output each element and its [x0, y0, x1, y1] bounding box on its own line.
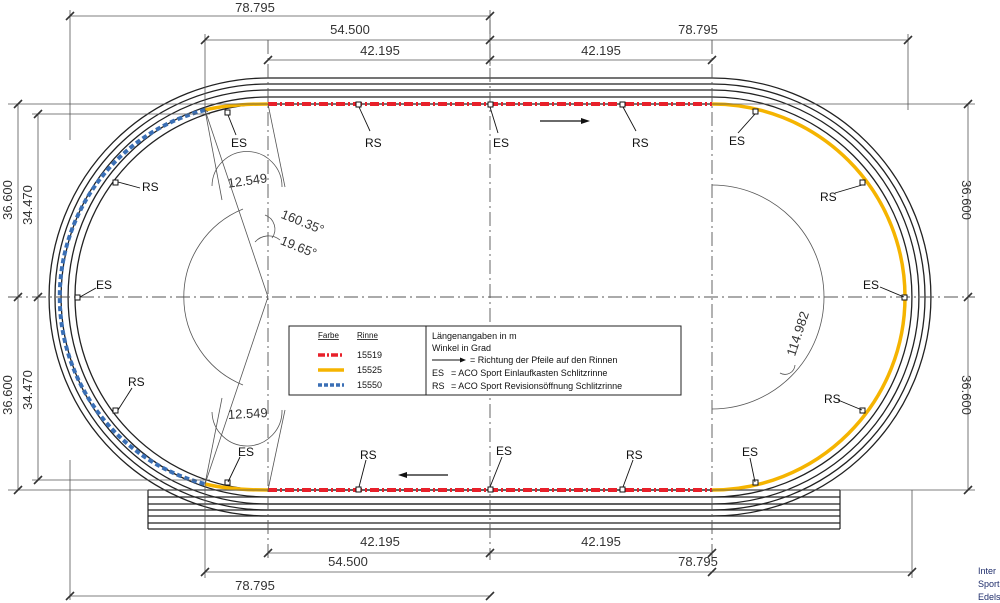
dim-top-right: 78.795 — [678, 22, 718, 37]
legend-info-angles: Winkel in Grad — [432, 343, 491, 353]
legend-info-units: Längenangaben in m — [432, 331, 517, 341]
label-es: ES — [742, 445, 758, 459]
label-es: ES — [96, 278, 112, 292]
dim-left-outer-bottom: 36.600 — [0, 375, 15, 415]
dimension-ticks — [13, 11, 973, 601]
corner-line-1: Inter — [978, 566, 996, 576]
dim-top-mid: 54.500 — [330, 22, 370, 37]
dim-bottom-straight-left: 42.195 — [360, 534, 400, 549]
legend-code-red: 15519 — [357, 350, 382, 360]
legend: Farbe Rinne 15519 15525 15550 Längenanga… — [288, 325, 682, 396]
dim-right-top: 36.600 — [959, 180, 974, 220]
infield-geometry — [183, 103, 825, 491]
dim-arc-bottom: 12.549 — [228, 405, 268, 422]
arrow-head-left — [398, 472, 407, 478]
label-es: ES — [493, 136, 509, 150]
legend-header-channel: Rinne — [357, 331, 378, 340]
dimension-lines — [8, 10, 975, 600]
dim-angle-small: 19.65° — [278, 233, 319, 261]
dim-left-inner-bottom: 34.470 — [20, 370, 35, 410]
corner-text: Inter Sport Edels — [978, 566, 1000, 602]
channel-markers — [74, 101, 908, 493]
legend-es-text: = ACO Sport Einlaufkasten Schlitzrinne — [451, 368, 607, 378]
dim-top-straight-right: 42.195 — [581, 43, 621, 58]
label-rs: RS — [360, 448, 377, 462]
dim-right-bottom: 36.600 — [959, 375, 974, 415]
legend-code-yellow: 15525 — [357, 365, 382, 375]
label-rs: RS — [365, 136, 382, 150]
label-rs: RS — [128, 375, 145, 389]
legend-arrow-head-icon — [460, 357, 466, 363]
label-rs: RS — [142, 180, 159, 194]
label-es: ES — [496, 444, 512, 458]
label-es: ES — [238, 445, 254, 459]
dim-arc-top: 12.549 — [227, 170, 268, 190]
dim-left-outer-top: 36.600 — [0, 180, 15, 220]
label-rs: RS — [824, 392, 841, 406]
dim-bottom-right: 78.795 — [678, 554, 718, 569]
dim-angle-large: 160.35° — [279, 206, 326, 237]
label-rs: RS — [820, 190, 837, 204]
channel-labels: ES RS ES RS ES RS ES RS ES RS ES RS ES R… — [96, 134, 879, 462]
dim-top-straight-left: 42.195 — [360, 43, 400, 58]
legend-info-arrow: = Richtung der Pfeile auf den Rinnen — [470, 355, 617, 365]
legend-rs-code: RS — [432, 381, 445, 391]
dim-bottom-overall: 78.795 — [235, 578, 275, 593]
dim-bottom-straight-right: 42.195 — [581, 534, 621, 549]
label-rs: RS — [626, 448, 643, 462]
dim-bottom-mid: 54.500 — [328, 554, 368, 569]
channel-blue-left-curve — [57, 108, 206, 486]
legend-code-blue: 15550 — [357, 380, 382, 390]
corner-line-2: Sport — [978, 579, 1000, 589]
label-leaders — [79, 106, 905, 488]
dim-top-overall: 78.795 — [235, 0, 275, 15]
corner-line-3: Edels — [978, 592, 1000, 602]
legend-box — [288, 325, 682, 396]
legend-header-color: Farbe — [318, 331, 339, 340]
label-es: ES — [729, 134, 745, 148]
direction-arrows — [398, 118, 590, 478]
label-rs: RS — [632, 136, 649, 150]
arrow-head-right — [581, 118, 590, 124]
label-es: ES — [863, 278, 879, 292]
dim-left-inner-top: 34.470 — [20, 185, 35, 225]
label-es: ES — [231, 136, 247, 150]
legend-es-code: ES — [432, 368, 444, 378]
legend-rs-text: = ACO Sport Revisionsöffnung Schlitzrinn… — [451, 381, 622, 391]
dim-radius-right: 114.982 — [783, 309, 811, 357]
center-lines — [8, 20, 975, 560]
